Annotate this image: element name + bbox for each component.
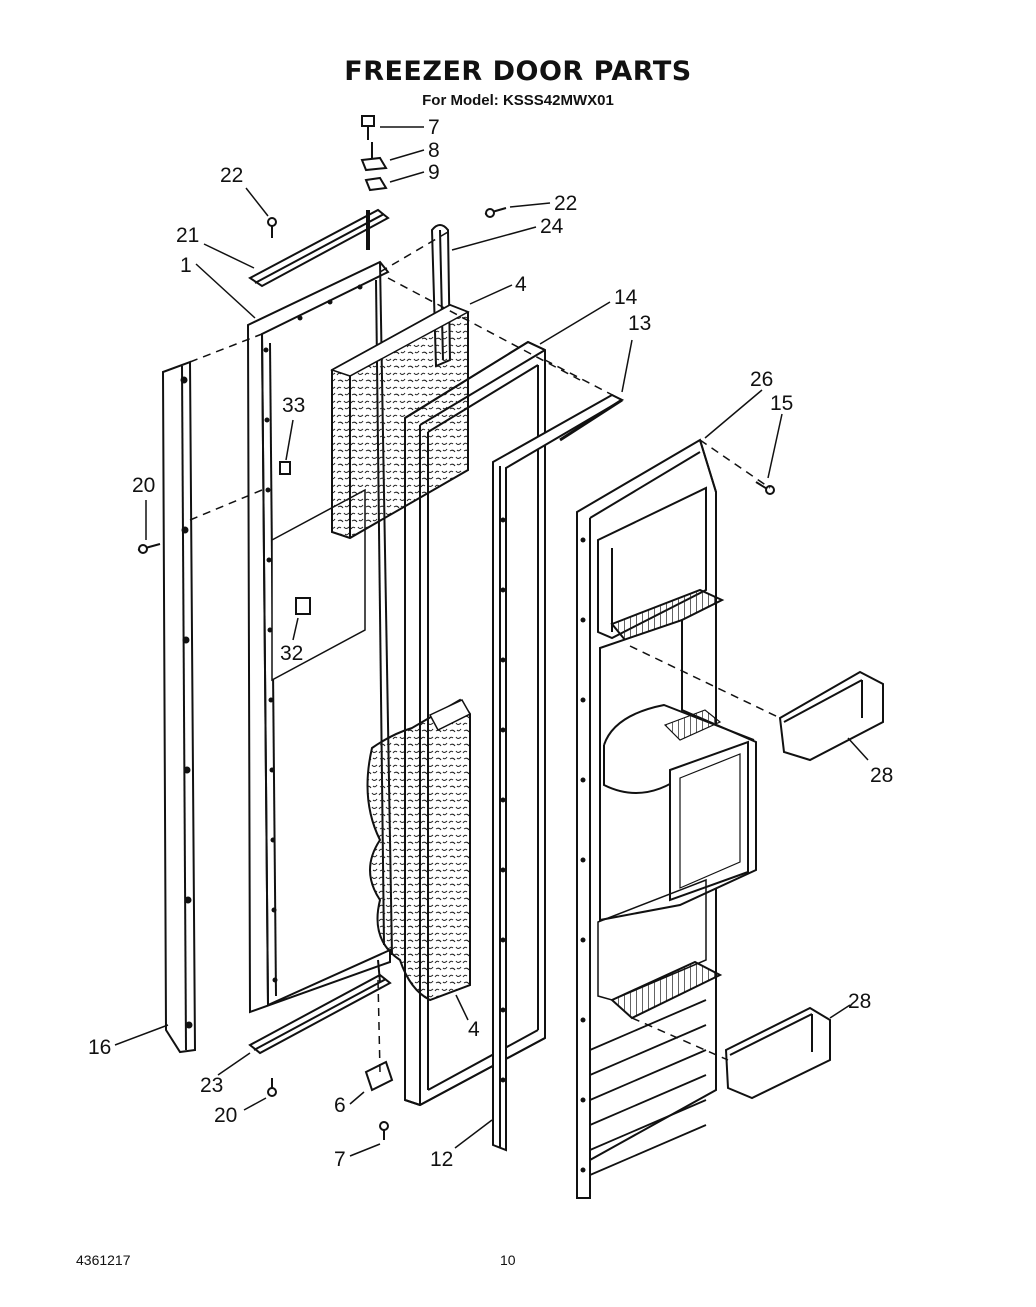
- hinge-pin-8: [360, 142, 388, 172]
- hinge-bar-21: [248, 208, 390, 288]
- washer-9: [364, 176, 388, 192]
- callout-32: 32: [280, 642, 303, 665]
- hinge-bar-23: [248, 959, 392, 1055]
- screw-20-bottom: [267, 1078, 277, 1097]
- callout-12: 12: [430, 1148, 453, 1171]
- foam-block-4-upper: [330, 303, 470, 540]
- trim-strip-16: [161, 360, 197, 1054]
- callout-24: 24: [540, 215, 564, 238]
- callout-8: 8: [428, 139, 440, 162]
- callout-22-right: 22: [554, 192, 577, 215]
- callout-4-lower: 4: [468, 1018, 480, 1041]
- screw-22-top: [267, 217, 277, 238]
- callout-26: 26: [750, 368, 773, 391]
- page-number: 10: [500, 1252, 516, 1268]
- callout-21: 21: [176, 224, 199, 247]
- bin-28-lower: [724, 1006, 831, 1100]
- callout-33: 33: [282, 394, 305, 417]
- screw-7-top: [361, 115, 375, 140]
- screw-7-bottom: [379, 1121, 389, 1140]
- foam-block-4-lower: [366, 698, 472, 1002]
- callout-22-top: 22: [220, 164, 243, 187]
- callout-28-lower: 28: [848, 990, 871, 1013]
- callout-4-upper: 4: [515, 273, 527, 296]
- screw-22-right: [484, 207, 507, 218]
- screw-15: [755, 481, 775, 495]
- callout-28-upper: 28: [870, 764, 893, 787]
- callout-7-top: 7: [428, 116, 440, 139]
- callout-23: 23: [200, 1074, 223, 1097]
- callout-7-bottom: 7: [334, 1148, 346, 1171]
- bin-28-upper: [778, 670, 884, 762]
- callout-16: 16: [88, 1036, 111, 1059]
- clip-33: [279, 461, 291, 475]
- door-liner-14: [404, 340, 546, 1107]
- callout-13: 13: [628, 312, 651, 335]
- screw-20-left: [137, 543, 161, 554]
- callout-14: 14: [614, 286, 638, 309]
- document-number: 4361217: [76, 1252, 131, 1268]
- model-subtitle: For Model: KSSS42MWX01: [422, 92, 614, 109]
- callout-9: 9: [428, 161, 440, 184]
- callout-1: 1: [180, 254, 192, 277]
- page-title: FREEZER DOOR PARTS: [344, 56, 692, 87]
- hinge-bracket-6: [364, 1060, 394, 1092]
- callout-6: 6: [334, 1094, 346, 1117]
- callout-20-left: 20: [132, 474, 155, 497]
- door-shell: [576, 438, 757, 1199]
- callout-20-bottom: 20: [214, 1104, 237, 1127]
- callout-15: 15: [770, 392, 793, 415]
- rail-13: [559, 398, 623, 442]
- bushing-32: [295, 597, 311, 615]
